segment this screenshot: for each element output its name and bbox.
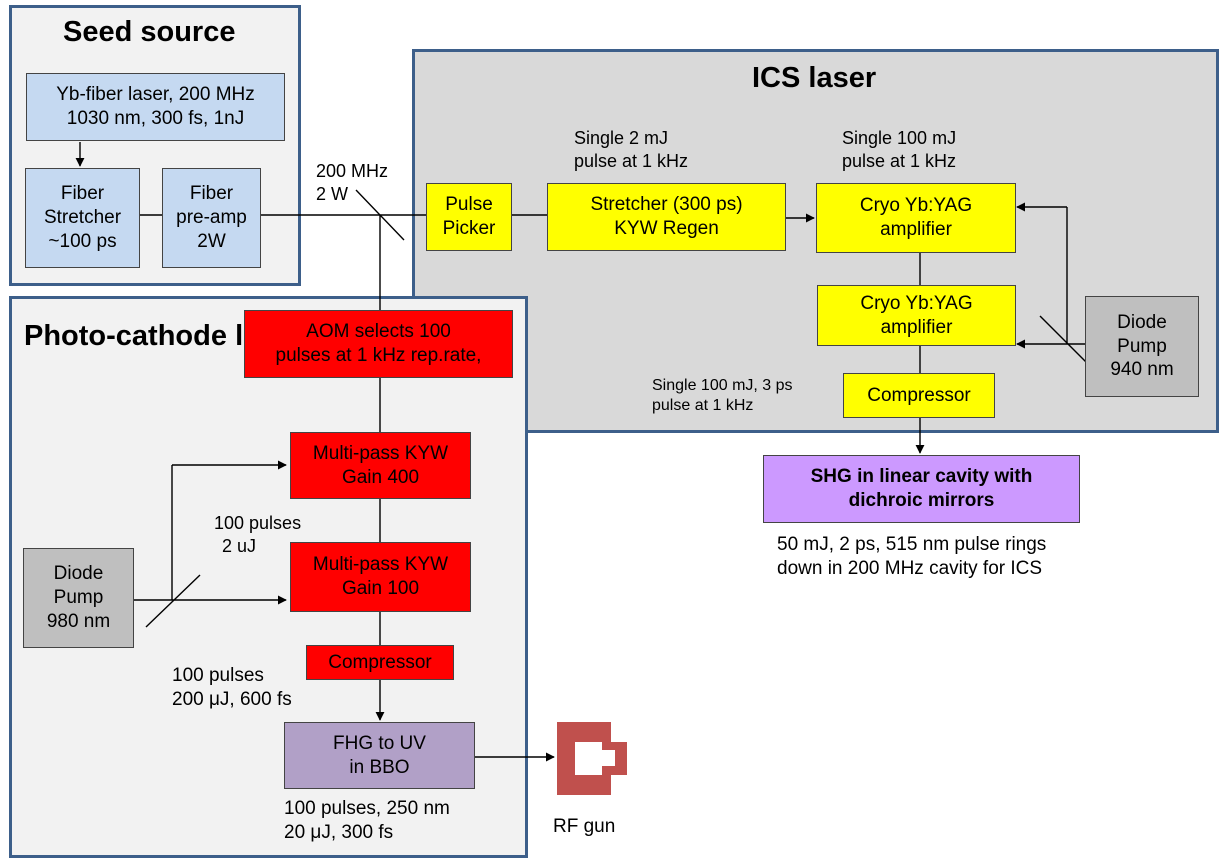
ics-laser-title: ICS laser [752,62,877,94]
box-text-line: Pump [1117,335,1167,357]
label-line: 2 W [316,183,349,204]
box-text-line: Picker [442,218,496,239]
box-text-line: Gain 400 [341,466,420,488]
fiber-preamp-box: Fiber pre-amp 2W [162,168,261,268]
box-text-line: 980 nm [46,610,111,632]
box-text-line: in BBO [349,756,410,778]
pc-compressor-box: Compressor [306,645,454,680]
shg-cavity-box: SHG in linear cavity with dichroic mirro… [763,455,1080,523]
seed-source-title: Seed source [63,16,236,48]
box-text-line: 940 nm [1110,359,1174,381]
diode-pump-980-box: Diode Pump 980 nm [23,548,134,648]
compressor-output-note: Single 100 mJ, 3 ps pulse at 1 kHz [652,376,793,416]
yb-fiber-laser-box: Yb-fiber laser, 200 MHz 1030 nm, 300 fs,… [26,73,285,141]
box-text-line: KYW Regen [614,218,719,239]
label-line: 100 pulses, 250 nm [284,798,450,819]
box-text-line: dichroic mirrors [848,490,995,511]
box-text-line: Multi-pass KYW [312,442,449,464]
pulse-picker-box: Pulse Picker [426,183,512,251]
box-text-line: Cryo Yb:YAG [860,292,973,314]
rf-gun-label: RF gun [553,816,616,837]
label-line: 20 μJ, 300 fs [284,821,394,843]
cryo-amplifier-2-box: Cryo Yb:YAG amplifier [817,285,1016,346]
box-text-line: pulses at 1 kHz rep.rate, [275,345,482,366]
label-line: 100 pulses [172,665,264,686]
rf-gun-icon [557,722,627,795]
label-line: pulse at 1 kHz [574,150,689,171]
cryo-amplifier-1-box: Cryo Yb:YAG amplifier [816,183,1016,253]
box-text-line: Cryo Yb:YAG [859,195,973,217]
label-line: 100 pulses [214,513,302,533]
pc-compressor-output-note: 100 pulses 200 μJ, 600 fs [172,664,292,712]
box-text-line: Yb-fiber laser, 200 MHz [56,84,255,106]
fhg-output-note: 100 pulses, 250 nm 20 μJ, 300 fs [284,797,450,845]
box-text-line: Multi-pass KYW [312,554,449,576]
label-line: down in 200 MHz cavity for ICS [777,557,1043,579]
box-text-line: FHG to UV [333,732,426,754]
box-text-line: Fiber [189,183,234,205]
label-line: Single 2 mJ [574,128,669,148]
label-line: 200 MHz [316,161,389,181]
label-line: 200 μJ, 600 fs [172,688,292,710]
label-line: pulse at 1 kHz [842,150,957,171]
label-line: Single 100 mJ, 3 ps [652,377,793,394]
multipass-kyw-gain100-box: Multi-pass KYW Gain 100 [290,542,471,612]
label-line: pulse at 1 kHz [652,397,754,414]
box-text-line: SHG in linear cavity with [810,466,1033,488]
box-text-line: ~100 ps [48,230,117,252]
fiber-stretcher-box: Fiber Stretcher ~100 ps [25,168,140,268]
box-text-line: amplifier [880,219,952,240]
box-text-line: Stretcher (300 ps) [590,194,743,216]
multipass-kyw-gain400-box: Multi-pass KYW Gain 400 [290,432,471,499]
regen-output-note: Single 2 mJ pulse at 1 kHz [574,127,688,172]
box-text-line: Diode [1117,311,1167,333]
ics-compressor-box: Compressor [843,373,995,418]
fhg-bbo-box: FHG to UV in BBO [284,722,475,789]
stretcher-kyw-regen-box: Stretcher (300 ps) KYW Regen [547,183,786,251]
box-text-line: Pump [53,587,104,609]
multipass-output-note: 100 pulses 2 uJ [214,512,301,557]
box-text-line: 1030 nm, 300 fs, 1nJ [66,108,245,129]
box-text-line: Stretcher [43,207,122,229]
box-text-line: AOM selects 100 [306,321,451,343]
photocathode-title-line: Photo-cathode [24,320,227,352]
ics-laser-panel [412,49,1219,433]
diode-pump-940-box: Diode Pump 940 nm [1085,296,1199,397]
label-line: Single 100 mJ [842,128,957,148]
box-text-line: Pulse [445,194,493,216]
box-text-line: pre-amp [176,207,247,229]
label-line: 50 mJ, 2 ps, 515 nm pulse rings [777,534,1047,555]
shg-output-note: 50 mJ, 2 ps, 515 nm pulse rings down in … [777,533,1046,581]
box-text-line: Diode [53,563,104,585]
box-text-line: amplifier [880,316,953,338]
splitter-label: 200 MHz 2 W [316,160,388,205]
box-text-line: Fiber [60,183,105,205]
box-text-line: Gain 100 [341,578,420,599]
amp1-output-note: Single 100 mJ pulse at 1 kHz [842,127,956,172]
aom-selector-box: AOM selects 100 pulses at 1 kHz rep.rate… [244,310,513,378]
label-line: 2 uJ [222,535,257,556]
box-text-line: 2W [197,230,226,252]
